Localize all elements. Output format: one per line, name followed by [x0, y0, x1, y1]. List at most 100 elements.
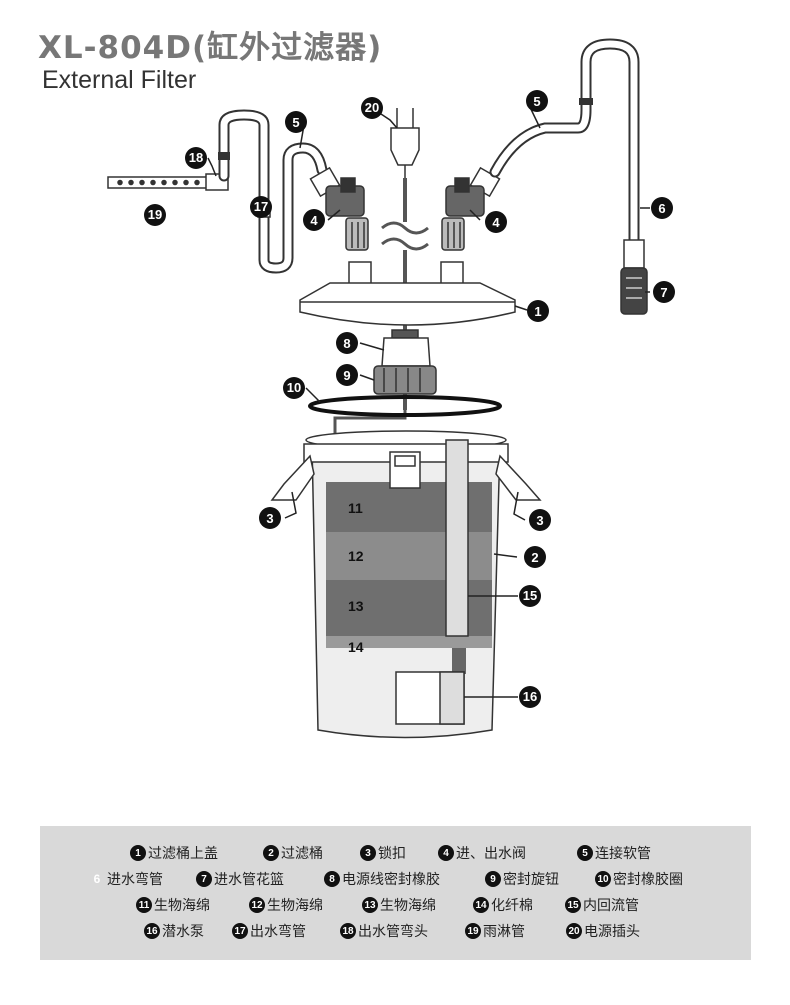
svg-text:5: 5 [292, 115, 299, 130]
legend-item-11: 11 生物海绵 [136, 895, 210, 915]
legend-badge: 2 [263, 845, 279, 861]
callout-1: 1 [527, 300, 549, 322]
svg-text:10: 10 [287, 380, 301, 395]
callout-7: 7 [653, 281, 675, 303]
callout-18: 18 [185, 147, 207, 169]
spray-bar [107, 176, 209, 189]
legend-badge: 10 [595, 871, 611, 887]
layer-label-11: 11 [348, 500, 363, 516]
legend-label: 生物海绵 [267, 898, 323, 914]
legend-badge: 1 [130, 845, 146, 861]
callout-10: 10 [283, 377, 305, 399]
legend-label: 潜水泵 [162, 924, 204, 940]
svg-text:3: 3 [536, 513, 543, 528]
legend-badge: 16 [144, 923, 160, 939]
legend-label: 电源插头 [584, 924, 640, 940]
svg-text:5: 5 [533, 94, 540, 109]
left-valve [309, 166, 369, 251]
legend-label: 密封旋钮 [503, 872, 559, 888]
legend-item-19: 19 雨淋管 [465, 921, 525, 941]
callout-9: 9 [336, 364, 358, 386]
filter-diagram: 1 2 3 3 4 4 5 5 6 7 8 9 10 15 16 17 18 1… [107, 38, 675, 739]
callout-3-left: 3 [259, 507, 281, 529]
svg-text:18: 18 [189, 150, 203, 165]
svg-text:16: 16 [523, 689, 537, 704]
svg-text:15: 15 [523, 588, 537, 603]
cord-seal [381, 329, 431, 367]
callout-8: 8 [336, 332, 358, 354]
callout-3-right: 3 [529, 509, 551, 531]
legend-label: 出水管弯头 [358, 924, 428, 940]
legend-badge: 18 [340, 923, 356, 939]
callout-4-left: 4 [303, 209, 325, 231]
legend-label: 锁扣 [378, 846, 406, 862]
legend-label: 进、出水阀 [456, 846, 526, 862]
lock-clip-right [495, 454, 542, 501]
legend-row-3: 11 生物海绵 12 生物海绵 13 生物海绵 14 化纤棉 15 内回流管 [40, 895, 751, 919]
legend-item-16: 16 潜水泵 [144, 921, 204, 941]
legend-badge: 9 [485, 871, 501, 887]
legend-label: 过滤桶 [281, 846, 323, 862]
legend-label: 出水弯管 [250, 924, 306, 940]
legend-label: 进水弯管 [107, 872, 163, 888]
svg-text:1: 1 [534, 304, 541, 319]
media-bracket [389, 451, 421, 489]
layer-label-12: 12 [348, 548, 364, 564]
legend-badge: 20 [566, 923, 582, 939]
legend-badge: 3 [360, 845, 376, 861]
legend-label: 密封橡胶圈 [613, 872, 683, 888]
callout-2: 2 [524, 546, 546, 568]
callout-6: 6 [651, 197, 673, 219]
filter-lid [299, 261, 516, 326]
callout-17: 17 [250, 196, 272, 218]
layer-label-14: 14 [348, 639, 364, 655]
callout-20: 20 [361, 97, 383, 119]
legend-badge: 14 [473, 897, 489, 913]
svg-text:4: 4 [492, 215, 500, 230]
legend-label: 进水管花篮 [214, 872, 284, 888]
legend-item-4: 4 进、出水阀 [438, 843, 526, 863]
seal-knob [373, 365, 437, 395]
svg-text:19: 19 [148, 207, 162, 222]
legend-badge: 19 [465, 923, 481, 939]
legend-item-6: 6 进水弯管 [89, 869, 163, 889]
outlet-bent-pipe [218, 109, 328, 274]
callout-19: 19 [144, 204, 166, 226]
return-tube [445, 439, 469, 637]
legend-label: 化纤棉 [491, 898, 533, 914]
legend-label: 连接软管 [595, 846, 651, 862]
callout-15: 15 [519, 585, 541, 607]
callout-5-left: 5 [285, 111, 307, 133]
svg-text:3: 3 [266, 511, 273, 526]
callout-5-right: 5 [526, 90, 548, 112]
legend-badge: 5 [577, 845, 593, 861]
svg-text:2: 2 [531, 550, 538, 565]
submersible-pump [395, 671, 465, 725]
legend-label: 内回流管 [583, 898, 639, 914]
legend-badge: 8 [324, 871, 340, 887]
legend-item-10: 10 密封橡胶圈 [595, 869, 683, 889]
leader-lines [207, 102, 650, 698]
legend-badge: 17 [232, 923, 248, 939]
legend-label: 电源线密封橡胶 [342, 872, 440, 888]
svg-text:20: 20 [365, 100, 379, 115]
legend-item-12: 12 生物海绵 [249, 895, 323, 915]
legend-item-15: 15 内回流管 [565, 895, 639, 915]
o-ring [308, 395, 502, 417]
product-title: XL-804D(缸外过滤器) [38, 30, 383, 66]
product-subtitle: External Filter [42, 66, 197, 94]
layer-label-13: 13 [348, 598, 364, 614]
legend-label: 生物海绵 [380, 898, 436, 914]
svg-text:8: 8 [343, 336, 350, 351]
